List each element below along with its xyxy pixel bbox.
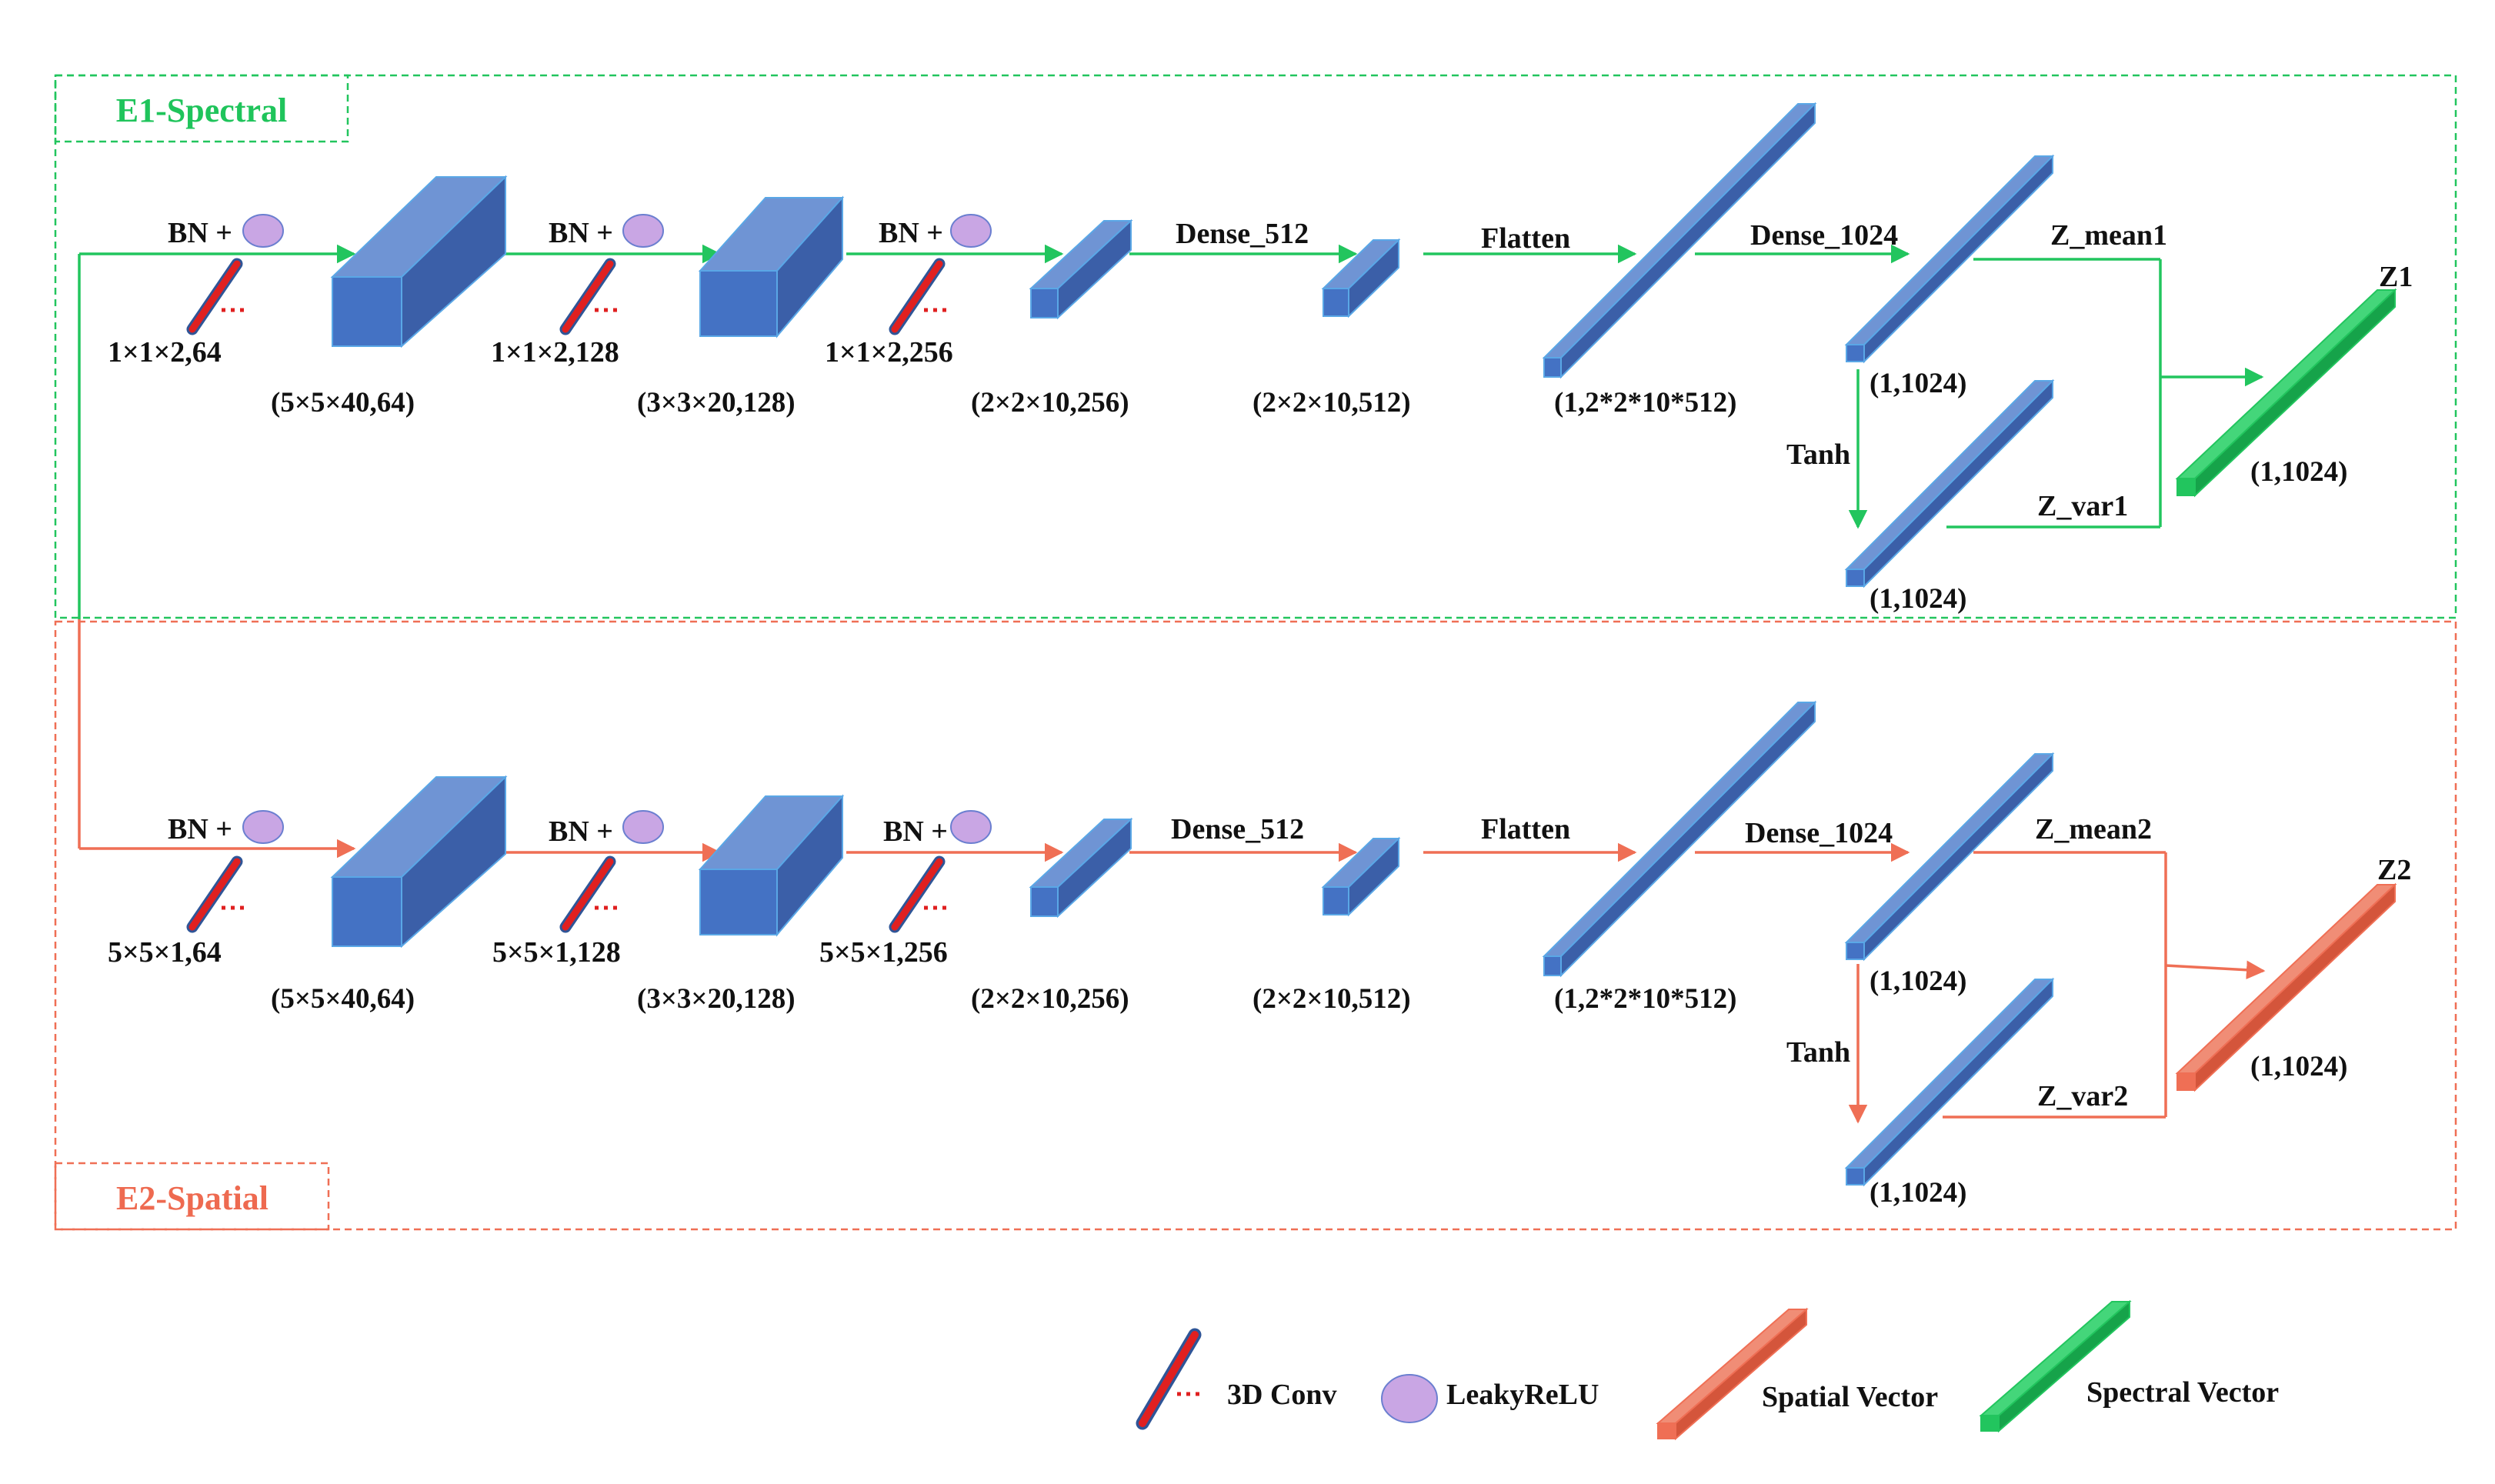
- spectral-mean-bar: [1844, 154, 2055, 364]
- var-shape-label: (1,1024): [1870, 1177, 1966, 1209]
- shape-label: (3×3×20,128): [637, 387, 796, 419]
- kernel-label: 1×1×2,128: [491, 336, 619, 368]
- legend-spatial-vector-label: Spatial Vector: [1762, 1381, 1938, 1413]
- shape-label: (1,2*2*10*512): [1554, 387, 1736, 419]
- z-name-label: Z1: [2379, 261, 2413, 293]
- flatten-label: Flatten: [1481, 813, 1570, 845]
- conv-kernel-icon: [186, 855, 246, 933]
- spatial-op-icons: [186, 810, 992, 933]
- spatial-section-title: E2-Spatial: [116, 1179, 269, 1217]
- spectral-block-4: [1321, 238, 1401, 318]
- legend-spectral-vector-label: Spectral Vector: [2086, 1376, 2279, 1409]
- mean-shape-label: (1,1024): [1870, 368, 1966, 399]
- leaky-relu-icon: [242, 214, 284, 248]
- z-shape-label: (1,1024): [2250, 1051, 2347, 1082]
- shape-label: (2×2×10,256): [971, 983, 1129, 1015]
- kernel-label: 5×5×1,64: [108, 936, 222, 969]
- spatial-flatten-bar: [1542, 700, 1817, 978]
- kernel-label: 1×1×2,256: [825, 336, 953, 368]
- leaky-relu-icon: [242, 810, 284, 844]
- shape-label: (2×2×10,512): [1253, 983, 1411, 1015]
- spatial-var-bar: [1844, 977, 2055, 1187]
- spectral-var-bar: [1844, 379, 2055, 589]
- spatial-branch: [78, 619, 2266, 1124]
- tanh-label: Tanh: [1786, 1036, 1850, 1069]
- shape-label: (2×2×10,512): [1253, 387, 1411, 419]
- conv-kernel-icon: [186, 258, 246, 335]
- shape-label: (5×5×40,64): [271, 983, 415, 1015]
- leaky-relu-icon: [622, 810, 664, 844]
- bn-label: BN +: [168, 217, 232, 249]
- dense-1024-label: Dense_1024: [1745, 817, 1893, 849]
- spectral-title-box: [54, 74, 349, 143]
- z-mean-label: Z_mean1: [2050, 219, 2167, 252]
- spectral-labels: BN + BN + BN + 1×1×2,64 1×1×2,128 1×1×2,…: [108, 217, 2413, 615]
- bn-label: BN +: [879, 217, 943, 249]
- legend-relu-label: LeakyReLU: [1446, 1379, 1599, 1411]
- spatial-z-vector: [2175, 882, 2397, 1092]
- spectral-blocks: [330, 102, 2397, 589]
- conv-kernel-icon: [559, 258, 619, 335]
- z-shape-label: (1,1024): [2250, 456, 2347, 488]
- var-shape-label: (1,1024): [1870, 583, 1966, 615]
- spectral-branch: [78, 244, 2264, 619]
- bn-label: BN +: [168, 813, 232, 845]
- kernel-label: 5×5×1,256: [819, 936, 948, 969]
- dense-512-label: Dense_512: [1176, 218, 1309, 250]
- spectral-cube-1: [330, 175, 508, 348]
- dense-512-label: Dense_512: [1171, 813, 1304, 845]
- bn-label: BN +: [883, 815, 948, 848]
- spatial-section-frame: [54, 620, 2457, 1231]
- conv-kernel-icon: [889, 258, 949, 335]
- legend-spatial-vector-icon: [1656, 1307, 1809, 1441]
- shape-label: (2×2×10,256): [971, 387, 1129, 419]
- z-mean-label: Z_mean2: [2035, 813, 2152, 845]
- leaky-relu-icon: [622, 214, 664, 248]
- tanh-label: Tanh: [1786, 439, 1850, 471]
- legend-conv-icon: [1136, 1328, 1204, 1430]
- kernel-label: 5×5×1,128: [492, 936, 621, 969]
- spectral-z-vector: [2175, 288, 2397, 498]
- conv-kernel-icon: [889, 855, 949, 933]
- flatten-label: Flatten: [1481, 222, 1570, 255]
- spectral-op-icons: [186, 214, 992, 335]
- bn-label: BN +: [549, 815, 613, 848]
- z-name-label: Z2: [2377, 854, 2411, 886]
- kernel-label: 1×1×2,64: [108, 336, 222, 368]
- spatial-mean-bar: [1844, 752, 2055, 962]
- legend-relu-icon: [1381, 1374, 1438, 1423]
- spatial-cube-1: [330, 775, 508, 949]
- legend-spectral-vector-icon: [1979, 1299, 2132, 1433]
- spatial-title-box: [54, 1162, 330, 1231]
- leaky-relu-icon: [950, 214, 992, 248]
- spectral-section-frame: [54, 74, 2457, 619]
- leaky-relu-icon: [950, 810, 992, 844]
- spectral-section-title: E1-Spectral: [116, 92, 287, 129]
- shape-label: (1,2*2*10*512): [1554, 983, 1736, 1015]
- spectral-cube-2: [698, 195, 845, 338]
- legend-conv-label: 3D Conv: [1227, 1379, 1337, 1411]
- shape-label: (5×5×40,64): [271, 387, 415, 419]
- spatial-block-4: [1321, 836, 1401, 917]
- z-var-label: Z_var1: [2037, 490, 2128, 522]
- shape-label: (3×3×20,128): [637, 983, 796, 1015]
- spectral-block-3: [1029, 218, 1133, 320]
- spatial-block-3: [1029, 817, 1133, 919]
- spatial-labels: BN + BN + BN + 5×5×1,64 5×5×1,128 5×5×1,…: [108, 813, 2411, 1209]
- legend: 3D Conv LeakyReLU Spatial Vector Spectra…: [1136, 1299, 2279, 1441]
- spatial-blocks: [330, 700, 2397, 1187]
- bn-label: BN +: [549, 217, 613, 249]
- mean-shape-label: (1,1024): [1870, 965, 1966, 997]
- z-var-label: Z_var2: [2037, 1080, 2128, 1112]
- conv-kernel-icon: [559, 855, 619, 933]
- dense-1024-label: Dense_1024: [1750, 219, 1898, 252]
- spectral-flatten-bar: [1542, 102, 1817, 379]
- spatial-cube-2: [698, 794, 845, 937]
